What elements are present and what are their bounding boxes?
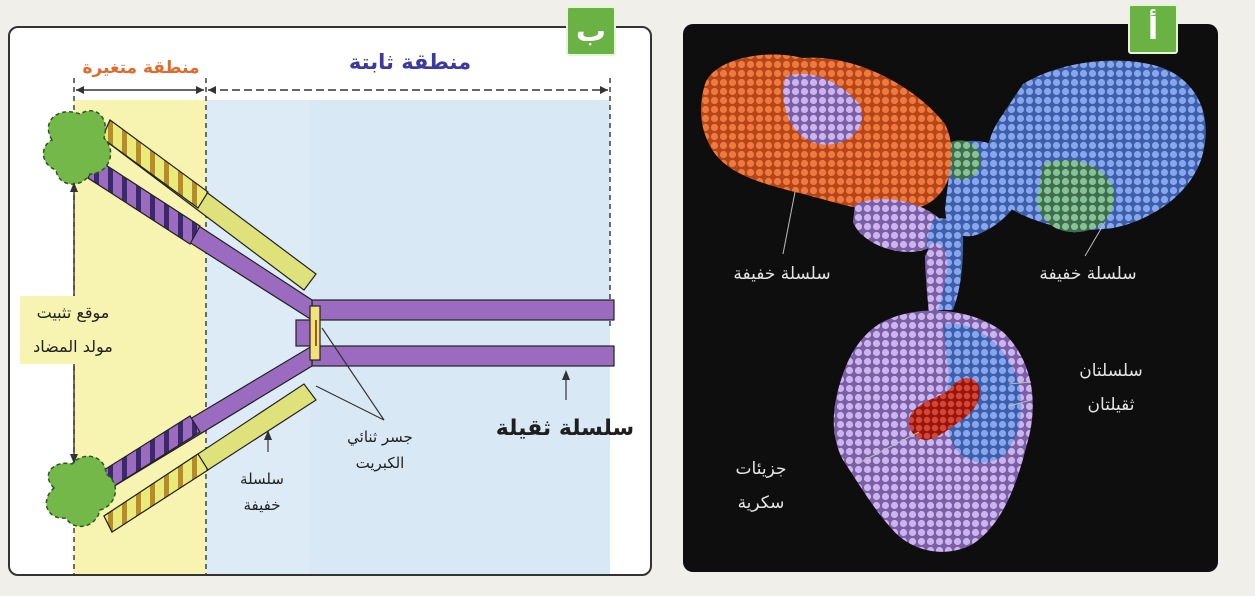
- light-chain-right-label: سلسلة خفيفة: [1013, 264, 1163, 284]
- sugar-molecules-label: جزيئات سكرية: [711, 452, 811, 520]
- antibody-schematic-panel: منطقة متغيرة منطقة ثابتة موقع تثبيت مولد…: [8, 26, 652, 576]
- panel-a-badge: أ: [1128, 4, 1178, 54]
- antigen-binding-site-label: موقع تثبيت مولد المضاد: [20, 296, 126, 364]
- disulfide-bridge-label: جسر ثنائي الكبريت: [340, 424, 420, 476]
- heavy-chain-tail-upper: [312, 300, 614, 320]
- antibody-molecular-panel: سلسلة خفيفة سلسلة خفيفة سلسلتان ثقيلتان …: [683, 24, 1218, 572]
- variable-region-label: منطقة متغيرة: [66, 58, 216, 78]
- panel-b-badge: ب: [566, 6, 616, 56]
- heavy-chain-label: سلسلة ثقيلة: [480, 416, 650, 441]
- heavy-chains-label: سلسلتان ثقيلتان: [1063, 354, 1159, 422]
- light-chain-left-label: سلسلة خفيفة: [707, 264, 857, 284]
- light-chain-label: سلسلة خفيفة: [232, 466, 292, 518]
- constant-region-label: منطقة ثابتة: [310, 50, 510, 74]
- heavy-chain-tail-lower: [312, 346, 614, 366]
